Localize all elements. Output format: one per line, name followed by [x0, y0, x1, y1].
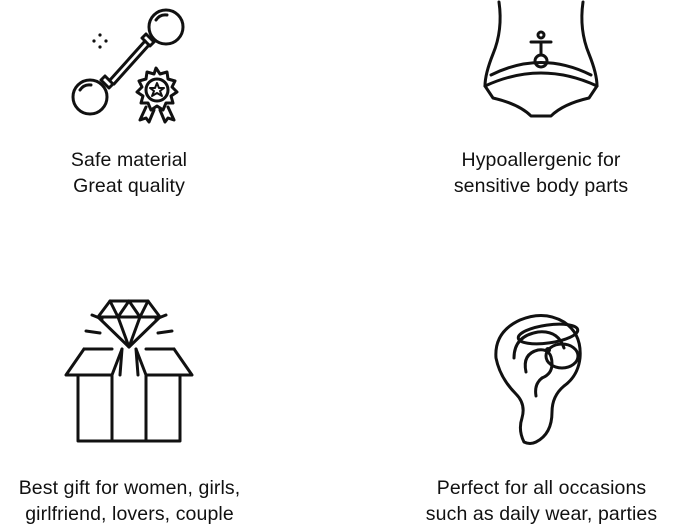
caption-line: Great quality [73, 175, 185, 197]
gift-box-diamond-icon [62, 297, 196, 445]
caption-line: Best gift for women, girls, [18, 477, 241, 499]
caption-line: Safe material [70, 149, 188, 171]
barbell-jewelry-certified-icon [66, 4, 192, 124]
caption-line: sensitive body parts [453, 175, 629, 197]
feature-caption: Best gift for women, girls, girlfriend, … [0, 475, 259, 527]
feature-caption: Hypoallergenic for sensitive body parts [421, 147, 661, 199]
caption-line: Perfect for all occasions [436, 477, 647, 499]
ear-piercing-icon [490, 312, 594, 448]
feature-caption: Perfect for all occasions such as daily … [404, 475, 679, 527]
feature-caption: Safe material Great quality [29, 147, 229, 199]
caption-line: Hypoallergenic for [461, 149, 621, 171]
belly-piercing-icon [479, 0, 605, 118]
caption-line: such as daily wear, parties [425, 503, 658, 525]
caption-line: girlfriend, lovers, couple [25, 503, 234, 525]
